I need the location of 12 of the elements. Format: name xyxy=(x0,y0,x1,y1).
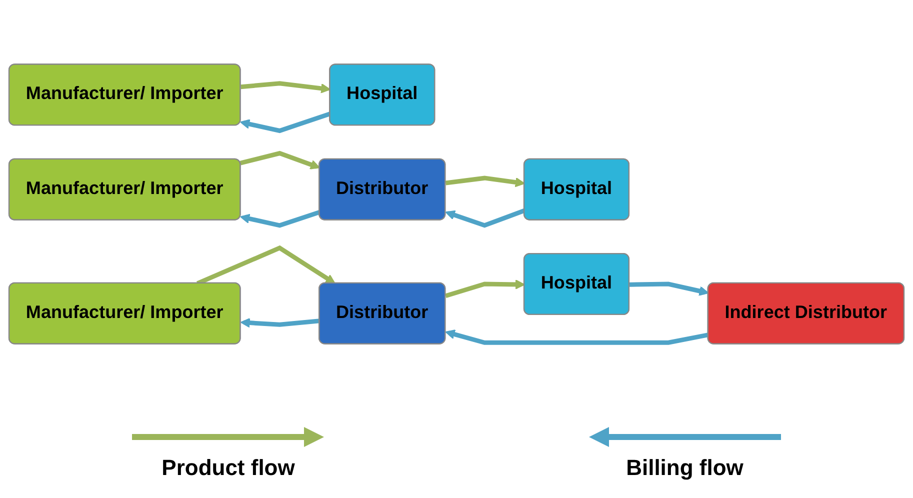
arrow xyxy=(445,176,526,188)
arrow xyxy=(445,208,526,228)
arrow xyxy=(240,318,320,328)
arrow xyxy=(240,210,320,228)
arrow xyxy=(240,112,331,134)
arrow xyxy=(240,81,331,94)
arrow xyxy=(240,150,320,170)
arrow xyxy=(630,282,709,296)
legend-label: Product flow xyxy=(162,455,295,481)
legend-label: Billing flow xyxy=(626,455,744,481)
arrow xyxy=(445,280,526,298)
arrow xyxy=(445,330,709,345)
